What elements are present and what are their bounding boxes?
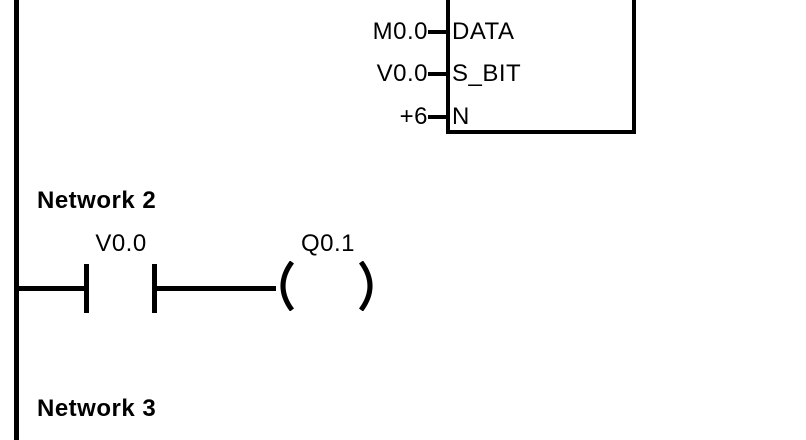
contact-left-bar [84,264,89,313]
contact-operand-label[interactable]: V0.0 [95,230,147,257]
operand-data-input[interactable]: M0.0 [372,18,428,45]
network-3-label: Network 3 [37,395,157,422]
param-label-n: N [452,103,470,130]
operand-sbit-input[interactable]: V0.0 [376,60,428,87]
param-label-data: DATA [452,18,515,45]
coil-left-paren-icon [280,261,295,311]
coil-right-paren-icon [358,261,373,311]
param-label-sbit: S_BIT [452,60,522,87]
coil-operand-label[interactable]: Q0.1 [300,230,356,257]
operand-n-input[interactable]: +6 [399,103,428,130]
contact-right-bar [152,264,157,313]
network-2-label: Network 2 [37,187,157,214]
rung-wire-left [19,286,84,291]
input-stub-sbit [428,72,446,76]
input-stub-n [428,115,446,119]
rung-wire-middle [157,286,276,291]
output-coil[interactable] [272,259,382,313]
contact-normally-open[interactable] [83,262,159,315]
power-rail [14,0,19,440]
instruction-box[interactable] [446,0,636,134]
input-stub-data [428,30,446,34]
